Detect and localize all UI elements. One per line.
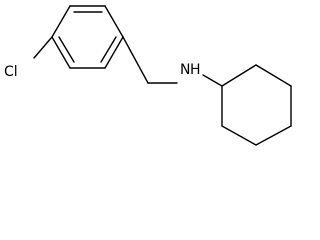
bond bbox=[255, 125, 292, 146]
chemical-structure-diagram: Cl N H bbox=[4, 5, 292, 146]
cyclohexane-ring bbox=[221, 64, 292, 146]
bond bbox=[51, 5, 71, 38]
bond bbox=[104, 36, 124, 69]
chlorine-atom-label: Cl bbox=[4, 64, 18, 80]
benzyl-bond bbox=[122, 36, 149, 84]
bond bbox=[221, 64, 257, 87]
benzene-ring bbox=[51, 5, 124, 69]
double-bond-inner bbox=[100, 36, 117, 63]
n-cyclohexyl-bond bbox=[202, 74, 223, 87]
double-bond-inner bbox=[58, 36, 75, 63]
amine-hydrogen-label: H bbox=[190, 62, 201, 78]
nitrogen-atom-label: N bbox=[180, 62, 190, 78]
bond bbox=[221, 125, 257, 146]
structure-canvas: Cl N H bbox=[4, 5, 292, 146]
chlorine-bond bbox=[33, 36, 53, 59]
bond bbox=[104, 5, 124, 38]
bond bbox=[51, 36, 71, 69]
bond bbox=[255, 64, 292, 87]
